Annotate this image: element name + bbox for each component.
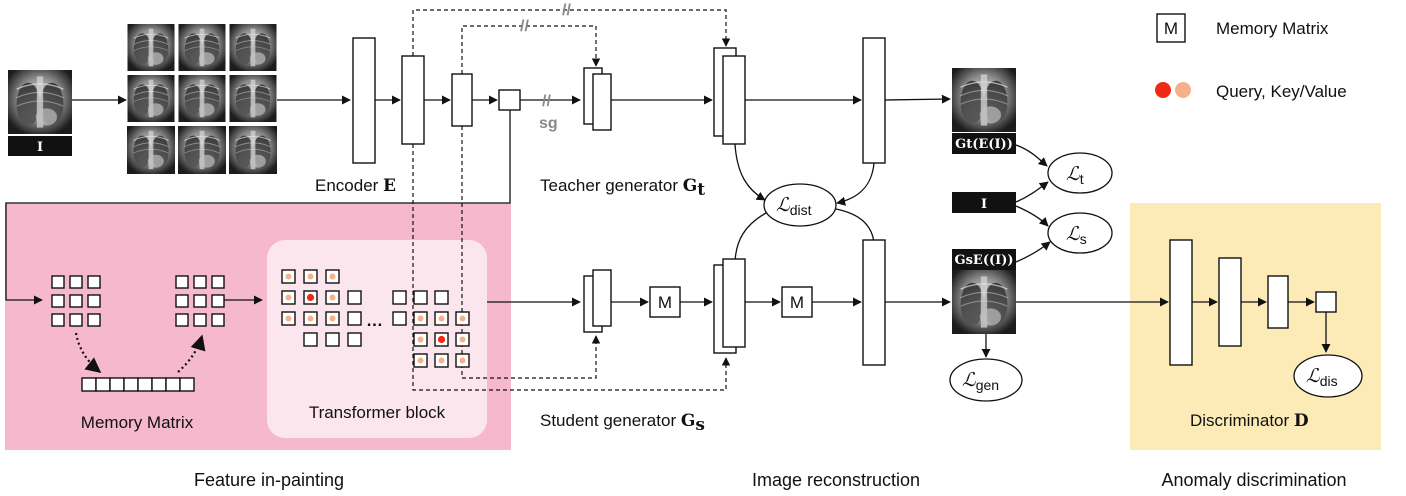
teacher-block-3 <box>862 37 886 164</box>
teacher-label: Teacher generator Gt <box>540 176 705 200</box>
teacher-output-tag: Gt(E(I)) <box>955 137 1013 152</box>
target-image-tag: I <box>952 192 1016 213</box>
skip-stop-mark-2: // <box>562 2 571 19</box>
legend: M Memory Matrix Query, Key/Value <box>1155 13 1347 101</box>
discriminator-label: Discriminator D <box>1190 411 1309 431</box>
section-feature-inpainting: Feature in-painting <box>194 470 344 490</box>
svg-text:I: I <box>981 197 987 212</box>
loss-s-label: ℒs <box>1066 223 1087 247</box>
student-block-1 <box>592 269 612 327</box>
loss-dis-node <box>1293 354 1363 398</box>
legend-memory-box <box>1156 13 1186 43</box>
transformer-block-panel <box>267 240 487 438</box>
transformer-ellipsis: … <box>366 311 383 330</box>
memory-grid-out <box>175 275 225 327</box>
loss-t-label: ℒt <box>1066 163 1084 187</box>
loss-gen-node <box>949 358 1023 402</box>
patch-grid <box>127 24 277 174</box>
memory-grid-in <box>51 275 101 327</box>
input-image: I <box>8 69 72 156</box>
memory-module-glyph-2: M <box>790 293 804 312</box>
student-label: Student generator Gs <box>540 411 705 435</box>
memory-matrix-label: Memory Matrix <box>81 413 194 432</box>
section-image-reconstruction: Image reconstruction <box>752 470 920 490</box>
encoder-label: Encoder E <box>315 176 396 196</box>
disc-block-1 <box>1169 239 1193 366</box>
encoder-block-2 <box>401 55 425 145</box>
encoder-block-1 <box>352 37 376 164</box>
loss-t-node <box>1047 152 1113 194</box>
transformer-tokens-left <box>281 269 362 347</box>
stop-gradient-mark: // <box>542 93 551 110</box>
legend-query-dot <box>1155 82 1171 98</box>
transformer-tokens-right <box>392 290 470 368</box>
legend-keyvalue-dot <box>1175 82 1191 98</box>
disc-output <box>1315 291 1337 313</box>
teacher-block-1 <box>592 73 612 131</box>
loss-dis-label: ℒdis <box>1306 365 1338 389</box>
disc-block-3 <box>1267 275 1289 329</box>
loss-dist-label: ℒdist <box>776 194 812 218</box>
section-anomaly-discrimination: Anomaly discrimination <box>1161 470 1346 490</box>
loss-s-node <box>1047 212 1113 254</box>
encoder-block-3 <box>451 73 473 127</box>
loss-gen-label: ℒgen <box>962 369 999 393</box>
transformer-block-label: Transformer block <box>309 403 446 422</box>
encoder-latent <box>498 89 521 111</box>
legend-query-label: Query, Key/Value <box>1216 82 1347 101</box>
disc-block-2 <box>1218 257 1242 347</box>
skip-stop-mark-1: // <box>520 18 529 35</box>
student-output-image: GsE((I)) <box>952 249 1016 334</box>
memory-module-glyph-1: M <box>658 293 672 312</box>
loss-dist-node <box>763 183 837 227</box>
input-image-tag: I <box>37 140 43 155</box>
stop-gradient-label: sg <box>539 115 558 132</box>
teacher-block-2 <box>722 55 746 145</box>
teacher-output-image: Gt(E(I)) <box>952 67 1016 154</box>
legend-memory-glyph: M <box>1164 19 1178 38</box>
student-output-tag: GsE((I)) <box>954 253 1013 268</box>
legend-memory-label: Memory Matrix <box>1216 19 1329 38</box>
student-block-3 <box>862 239 886 366</box>
memory-module-student-1 <box>649 286 681 318</box>
memory-matrix-strip <box>81 377 195 392</box>
student-block-2 <box>722 258 746 348</box>
